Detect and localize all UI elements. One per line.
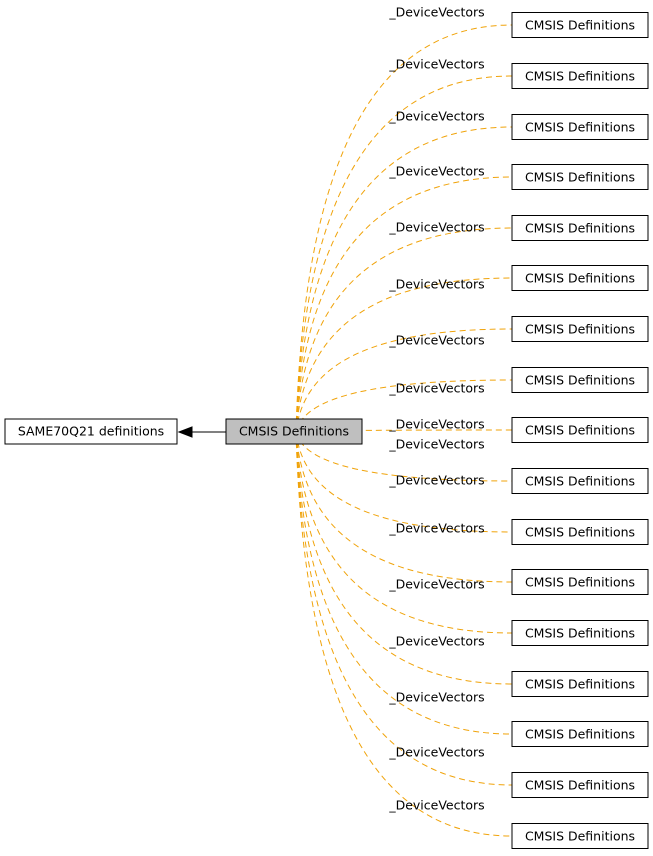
child-node[interactable]: CMSIS Definitions xyxy=(511,114,649,140)
edge-label: _DeviceVectors xyxy=(388,745,484,760)
edge-line xyxy=(295,431,513,685)
child-node-box xyxy=(511,569,649,595)
edge-line xyxy=(295,126,513,433)
parent-node[interactable]: SAME70Q21 definitions xyxy=(4,418,178,445)
edge-label: _DeviceVectors xyxy=(388,164,484,179)
child-node-box xyxy=(511,721,649,747)
child-node-label: CMSIS Definitions xyxy=(525,474,635,489)
child-node-box xyxy=(511,519,649,545)
edge-label: _DeviceVectors xyxy=(388,220,484,235)
child-node-label: CMSIS Definitions xyxy=(525,322,635,337)
edge-label: _DeviceVectors xyxy=(388,5,484,20)
edge-label: _DeviceVectors xyxy=(388,473,484,488)
child-node[interactable]: CMSIS Definitions xyxy=(511,63,649,89)
current-node-box xyxy=(225,418,363,445)
edge-label: _DeviceVectors xyxy=(388,333,484,348)
child-node[interactable]: CMSIS Definitions xyxy=(511,620,649,646)
parent-node-box xyxy=(4,418,178,445)
current-node-label: CMSIS Definitions xyxy=(239,424,349,439)
child-node-label: CMSIS Definitions xyxy=(525,525,635,540)
child-node-label: CMSIS Definitions xyxy=(525,727,635,742)
child-node-label: CMSIS Definitions xyxy=(525,221,635,236)
edge-line xyxy=(295,277,513,433)
edge-labels-layer: _DeviceVectors _DeviceVectors _DeviceVecto… xyxy=(388,5,484,813)
child-node[interactable]: CMSIS Definitions xyxy=(511,417,649,443)
edge-line xyxy=(295,431,513,786)
child-node-box xyxy=(511,823,649,849)
edge-line xyxy=(295,227,513,433)
child-node-label: CMSIS Definitions xyxy=(525,271,635,286)
child-node-box xyxy=(511,265,649,291)
child-node[interactable]: CMSIS Definitions xyxy=(511,215,649,241)
child-node-label: CMSIS Definitions xyxy=(525,626,635,641)
edge-label: _DeviceVectors xyxy=(388,381,484,396)
child-node-box xyxy=(511,468,649,494)
edge-label: _DeviceVectors xyxy=(388,521,484,536)
child-node[interactable]: CMSIS Definitions xyxy=(511,569,649,595)
child-node-box xyxy=(511,417,649,443)
child-node-label: CMSIS Definitions xyxy=(525,69,635,84)
child-node-label: CMSIS Definitions xyxy=(525,170,635,185)
child-node[interactable]: CMSIS Definitions xyxy=(511,823,649,849)
edge-label: _DeviceVectors xyxy=(388,57,484,72)
child-node[interactable]: CMSIS Definitions xyxy=(511,164,649,190)
child-node-box xyxy=(511,316,649,342)
child-node-box xyxy=(511,114,649,140)
child-node-label: CMSIS Definitions xyxy=(525,423,635,438)
edge-label: _DeviceVectors xyxy=(388,798,484,813)
edge-label: _DeviceVectors xyxy=(388,437,484,452)
edge-label: _DeviceVectors xyxy=(388,277,484,292)
edge-line xyxy=(295,431,513,583)
child-node[interactable]: CMSIS Definitions xyxy=(511,316,649,342)
child-node-box xyxy=(511,772,649,798)
child-node-box xyxy=(511,12,649,38)
child-node-label: CMSIS Definitions xyxy=(525,829,635,844)
edges-layer xyxy=(295,24,513,837)
edge-label: _DeviceVectors xyxy=(388,577,484,592)
edge-line xyxy=(295,431,513,735)
child-node-label: CMSIS Definitions xyxy=(525,120,635,135)
child-node-box xyxy=(511,367,649,393)
edge-line xyxy=(295,328,513,433)
edge-label: _DeviceVectors xyxy=(388,417,484,432)
child-node[interactable]: CMSIS Definitions xyxy=(511,671,649,697)
parent-arrow-head xyxy=(177,426,193,438)
parent-arrow xyxy=(177,426,226,438)
edge-label: _DeviceVectors xyxy=(388,634,484,649)
child-node[interactable]: CMSIS Definitions xyxy=(511,468,649,494)
child-node[interactable]: CMSIS Definitions xyxy=(511,519,649,545)
edge-label: _DeviceVectors xyxy=(388,109,484,124)
child-node-box xyxy=(511,215,649,241)
edge-line xyxy=(295,431,513,533)
child-node-box xyxy=(511,63,649,89)
child-node-label: CMSIS Definitions xyxy=(525,778,635,793)
child-node[interactable]: CMSIS Definitions xyxy=(511,265,649,291)
child-node-label: CMSIS Definitions xyxy=(525,677,635,692)
edge-line xyxy=(295,431,513,634)
child-node[interactable]: CMSIS Definitions xyxy=(511,772,649,798)
child-node-label: CMSIS Definitions xyxy=(525,373,635,388)
parent-node-label: SAME70Q21 definitions xyxy=(18,424,164,439)
child-node[interactable]: CMSIS Definitions xyxy=(511,367,649,393)
child-node-box xyxy=(511,671,649,697)
current-node: CMSIS Definitions xyxy=(225,418,363,445)
child-node-box xyxy=(511,620,649,646)
child-node[interactable]: CMSIS Definitions xyxy=(511,721,649,747)
child-node-box xyxy=(511,164,649,190)
child-node[interactable]: CMSIS Definitions xyxy=(511,12,649,38)
edge-label: _DeviceVectors xyxy=(388,690,484,705)
child-node-label: CMSIS Definitions xyxy=(525,18,635,33)
edge-line xyxy=(295,75,513,433)
child-node-label: CMSIS Definitions xyxy=(525,575,635,590)
